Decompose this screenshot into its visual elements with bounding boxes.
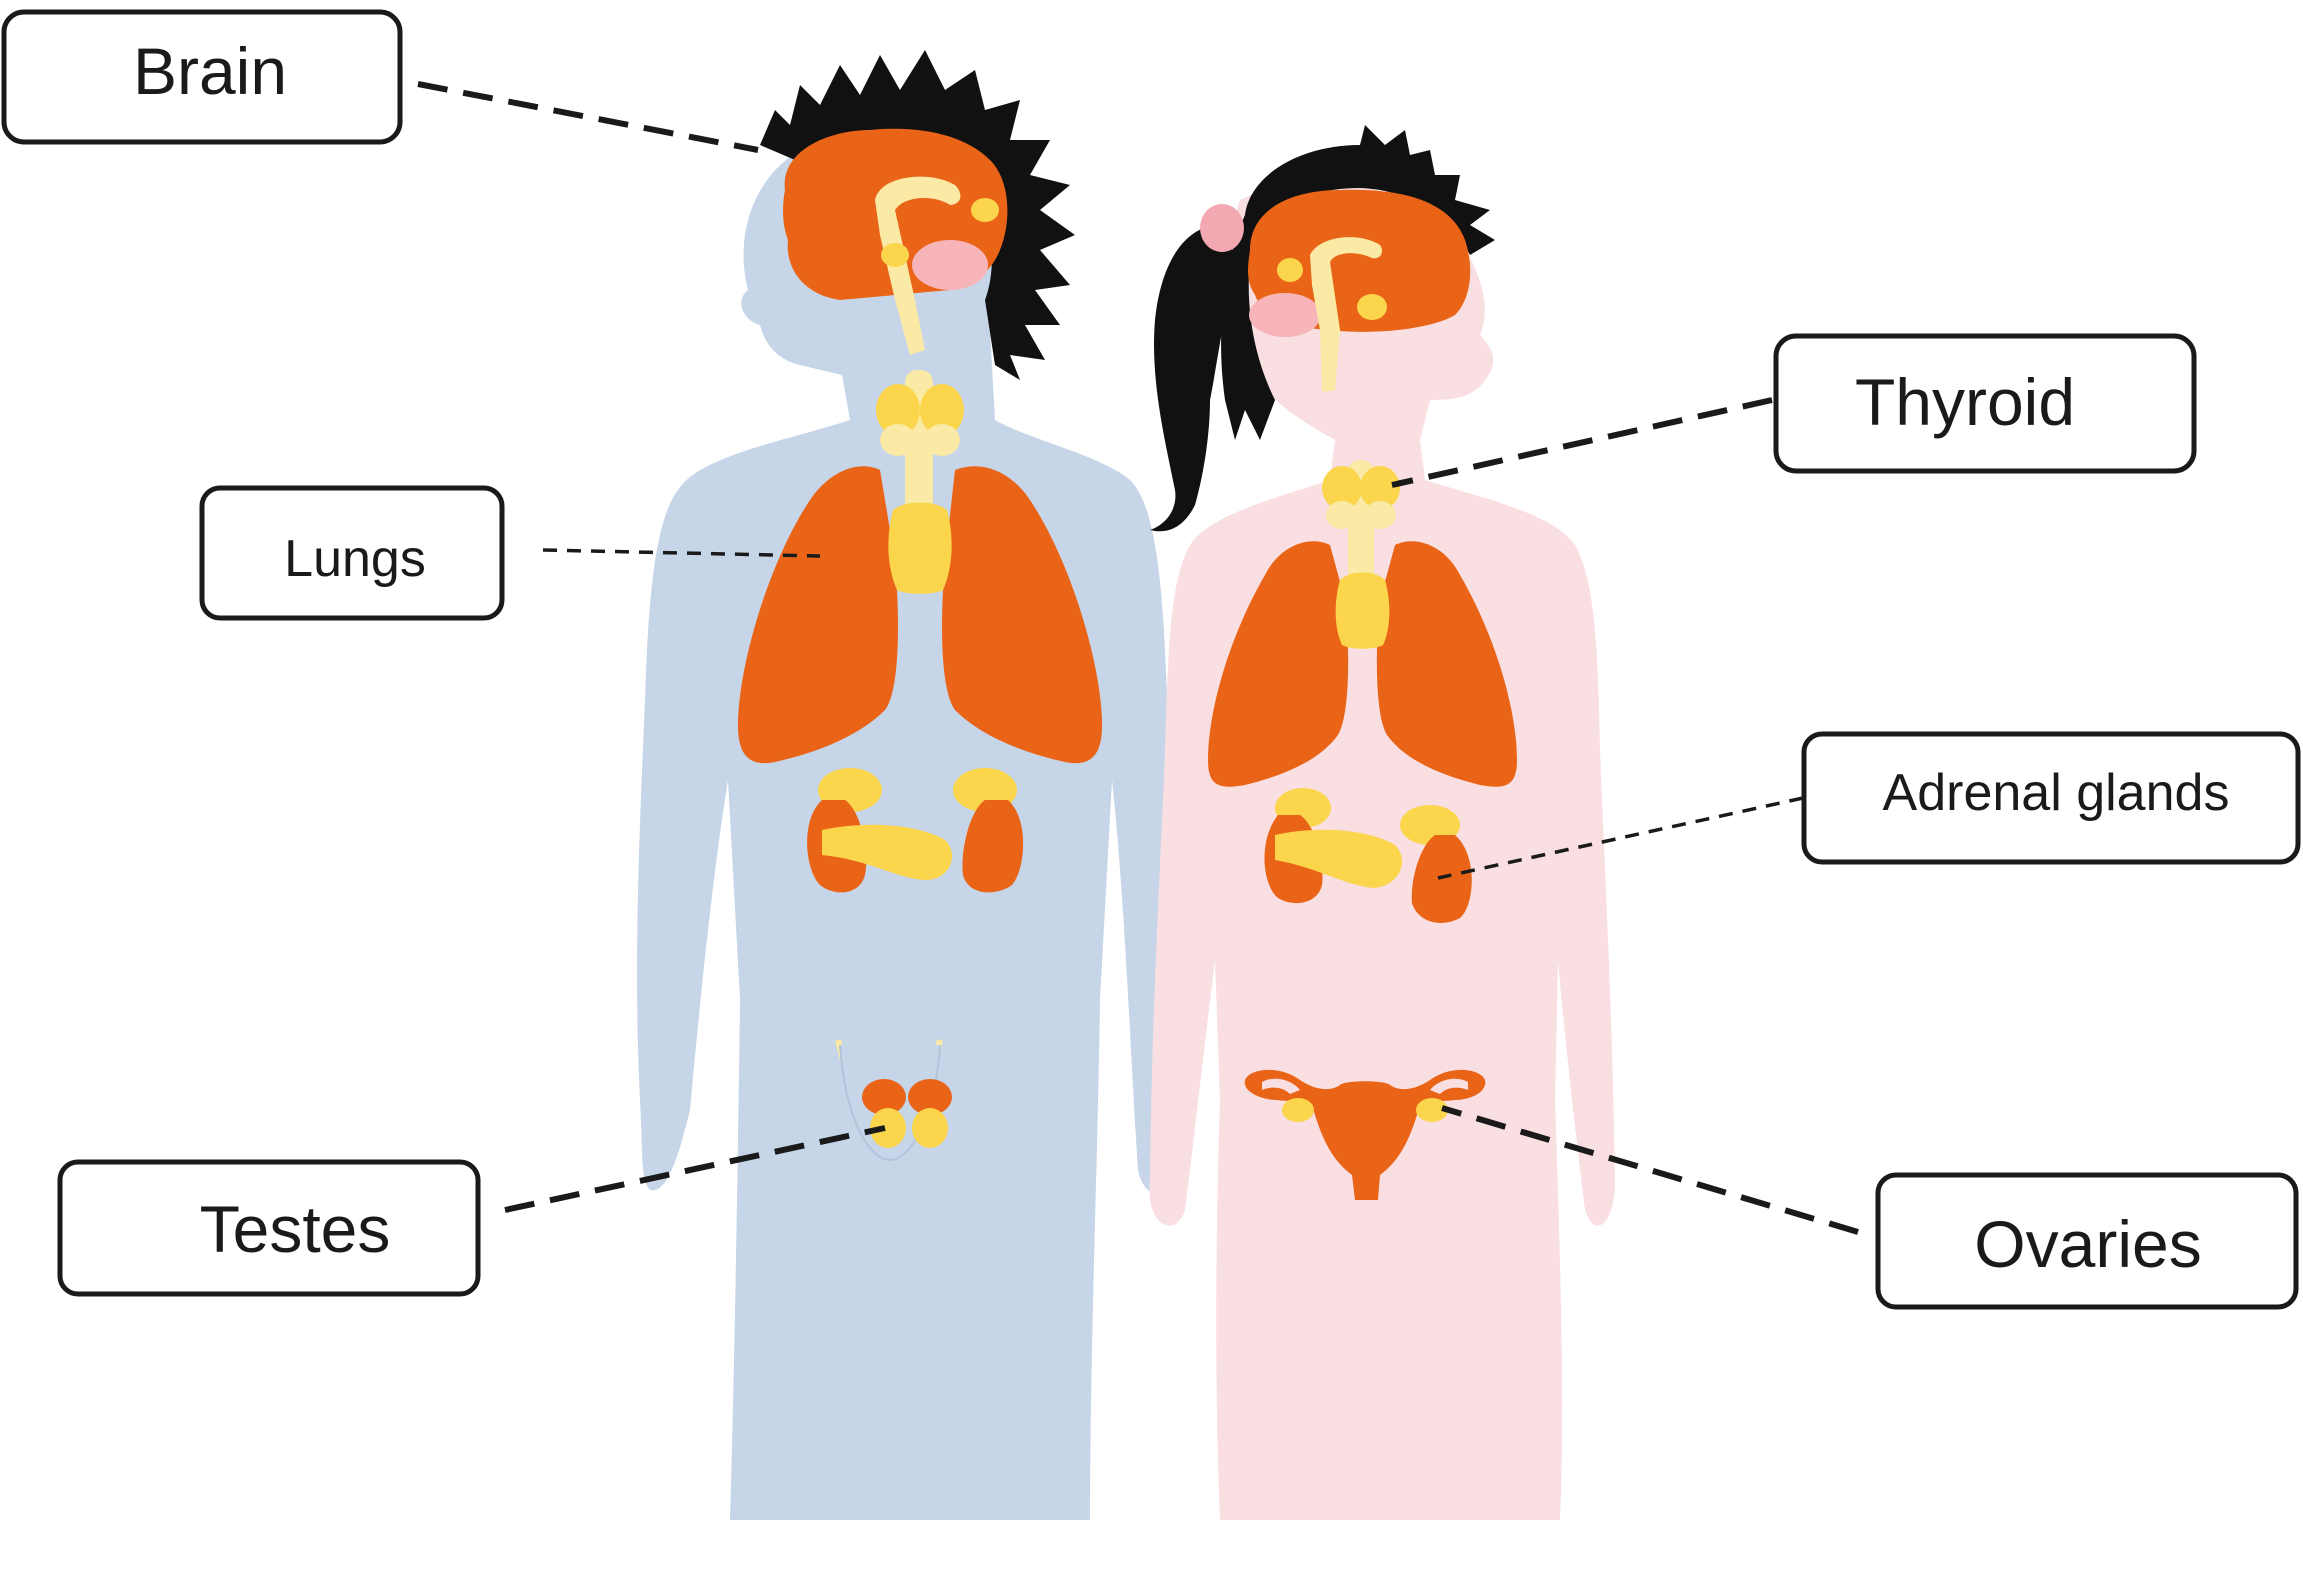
boy-body — [637, 131, 1182, 1521]
leader-ovaries — [1441, 1105, 1859, 1235]
boy-figure — [637, 50, 1182, 1521]
label-brain-text: Brain — [133, 34, 287, 108]
label-adrenal-text: Adrenal glands — [1883, 764, 2230, 822]
label-testes: Testes — [57, 1159, 481, 1297]
label-lungs: Lungs — [199, 485, 505, 621]
girl-pituitary — [1357, 294, 1387, 320]
leader-thyroid — [1391, 397, 1773, 488]
girl-abdomen-organs — [1264, 788, 1472, 923]
label-thyroid: Thyroid — [1773, 333, 2197, 474]
boy-brainstem — [875, 176, 961, 355]
label-ovaries: Ovaries — [1875, 1172, 2299, 1310]
boy-left-lung — [737, 466, 898, 764]
boy-thyroid — [876, 370, 964, 540]
girl-brainstem — [1310, 237, 1383, 392]
boy-pituitary — [881, 243, 909, 267]
girl-ponytail — [1150, 225, 1240, 532]
girl-left-lung — [1208, 541, 1349, 787]
label-adrenal: Adrenal glands — [1801, 731, 2301, 865]
boy-abdomen-organs — [807, 768, 1024, 893]
label-lungs-text: Lungs — [284, 530, 426, 588]
girl-figure — [1149, 125, 1615, 1520]
leader-brain — [417, 81, 759, 153]
leader-lines — [417, 81, 1859, 1235]
leader-testes — [504, 1125, 886, 1213]
girl-right-lung — [1376, 541, 1517, 787]
girl-cerebellum — [1249, 293, 1321, 337]
label-thyroid-text: Thyroid — [1855, 365, 2075, 439]
boy-hair — [760, 50, 1075, 380]
boy-right-lung — [942, 466, 1103, 764]
boy-thymus — [888, 502, 952, 594]
girl-uterus-ovaries — [1244, 1069, 1486, 1200]
girl-hair-tie — [1200, 204, 1244, 252]
girl-thymus — [1335, 572, 1390, 649]
boy-cerebellum — [912, 240, 988, 290]
label-testes-text: Testes — [200, 1192, 391, 1266]
label-ovaries-text: Ovaries — [1974, 1207, 2201, 1281]
label-brain: Brain — [1, 9, 403, 145]
